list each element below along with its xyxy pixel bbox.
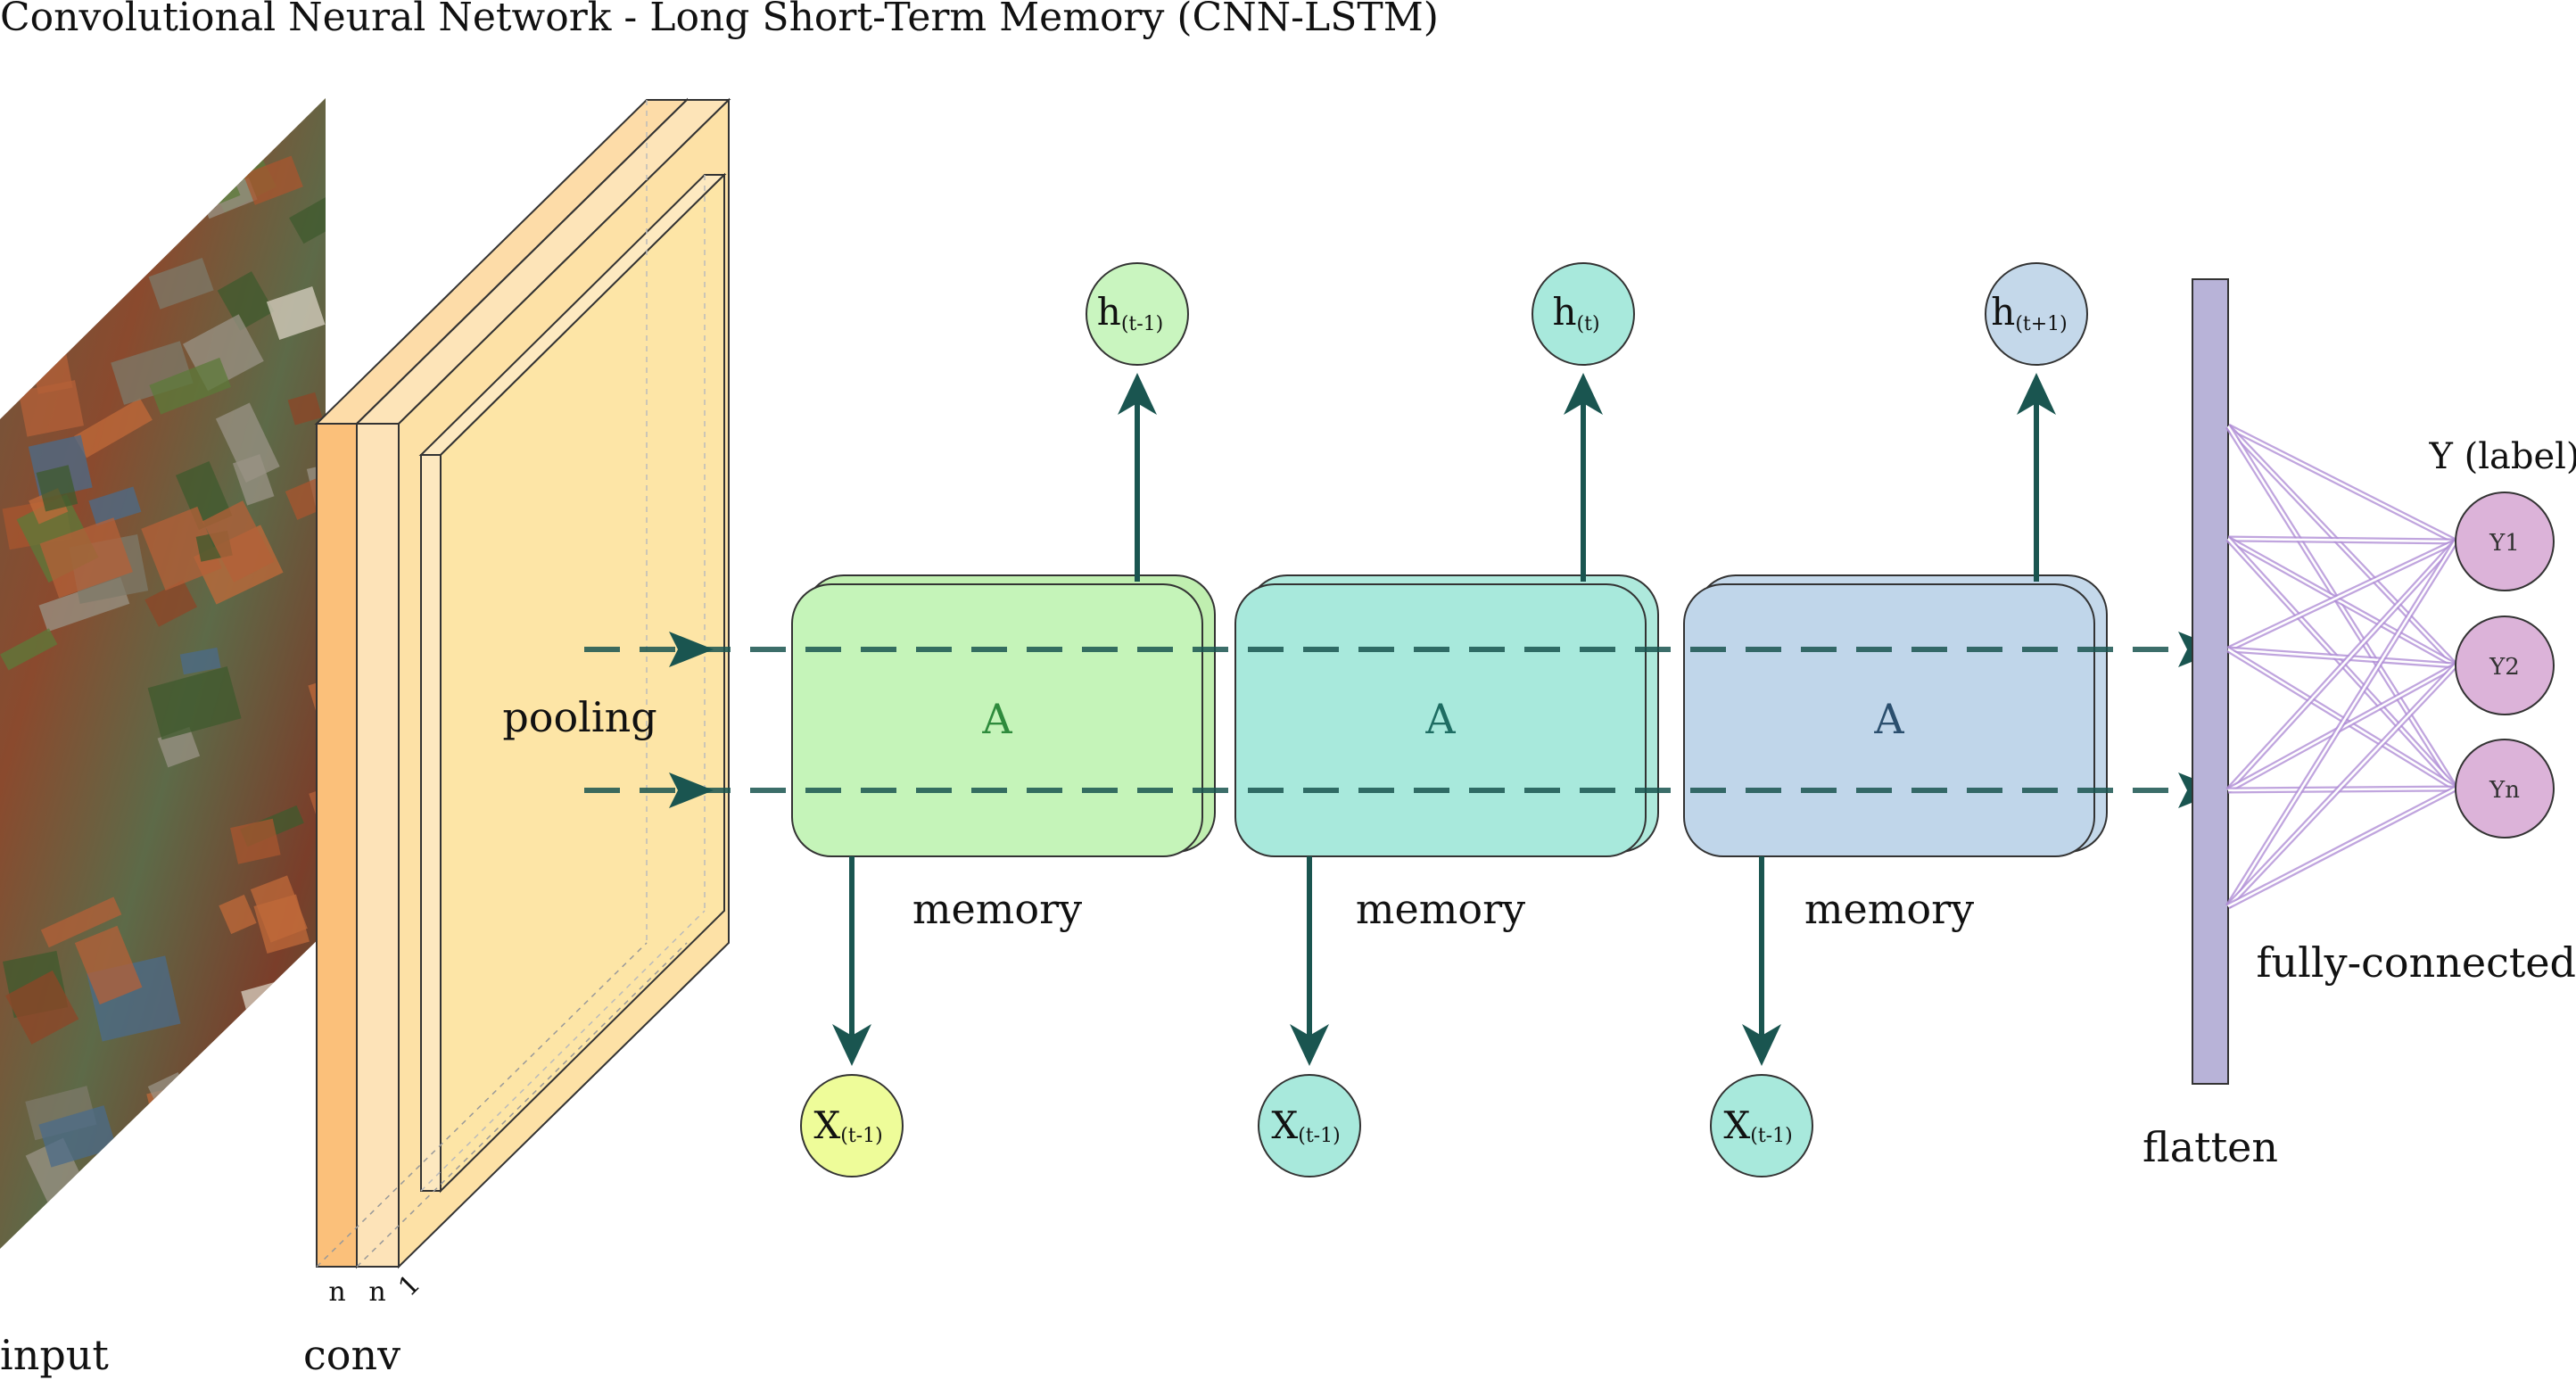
flatten-bar [2192,278,2229,1085]
hidden-state-node [1086,262,1189,366]
dim-label-1: 1 [392,1268,426,1302]
input-x-node [1710,1074,1813,1177]
memory-label: memory [912,885,1082,933]
y-label: Y (label) [2428,436,2576,477]
dim-label-n2: n [368,1276,385,1308]
memory-label: memory [1356,885,1525,933]
input-x-label: X(t-1) [813,1103,882,1147]
hidden-state-node [1985,262,2088,366]
hidden-state-node [1532,262,1635,366]
output-node-label: Y2 [2489,654,2520,681]
output-node-label: Yn [2489,777,2520,804]
output-node-y2 [2455,616,2555,715]
output-node-y1 [2455,492,2555,591]
diagram-title: Convolutional Neural Network - Long Shor… [0,0,1439,40]
dim-label-n1: n [328,1276,345,1308]
input-image [0,98,326,1249]
conv-layers [314,97,731,1269]
output-node-yn [2455,739,2555,839]
fully-connected-label: fully-connected [2257,938,2576,987]
output-node-label: Y1 [2489,530,2520,557]
lstm-cell-label: A [1873,695,1904,743]
flatten-label: flatten [2143,1123,2278,1171]
memory-label: memory [1804,885,1974,933]
input-label: input [0,1331,109,1379]
input-x-node [800,1074,904,1177]
lstm-cell-label: A [1424,695,1456,743]
pooling-label: pooling [502,693,656,741]
input-x-node [1258,1074,1361,1177]
conv-label: conv [303,1331,400,1379]
lstm-cell-label: A [981,695,1012,743]
